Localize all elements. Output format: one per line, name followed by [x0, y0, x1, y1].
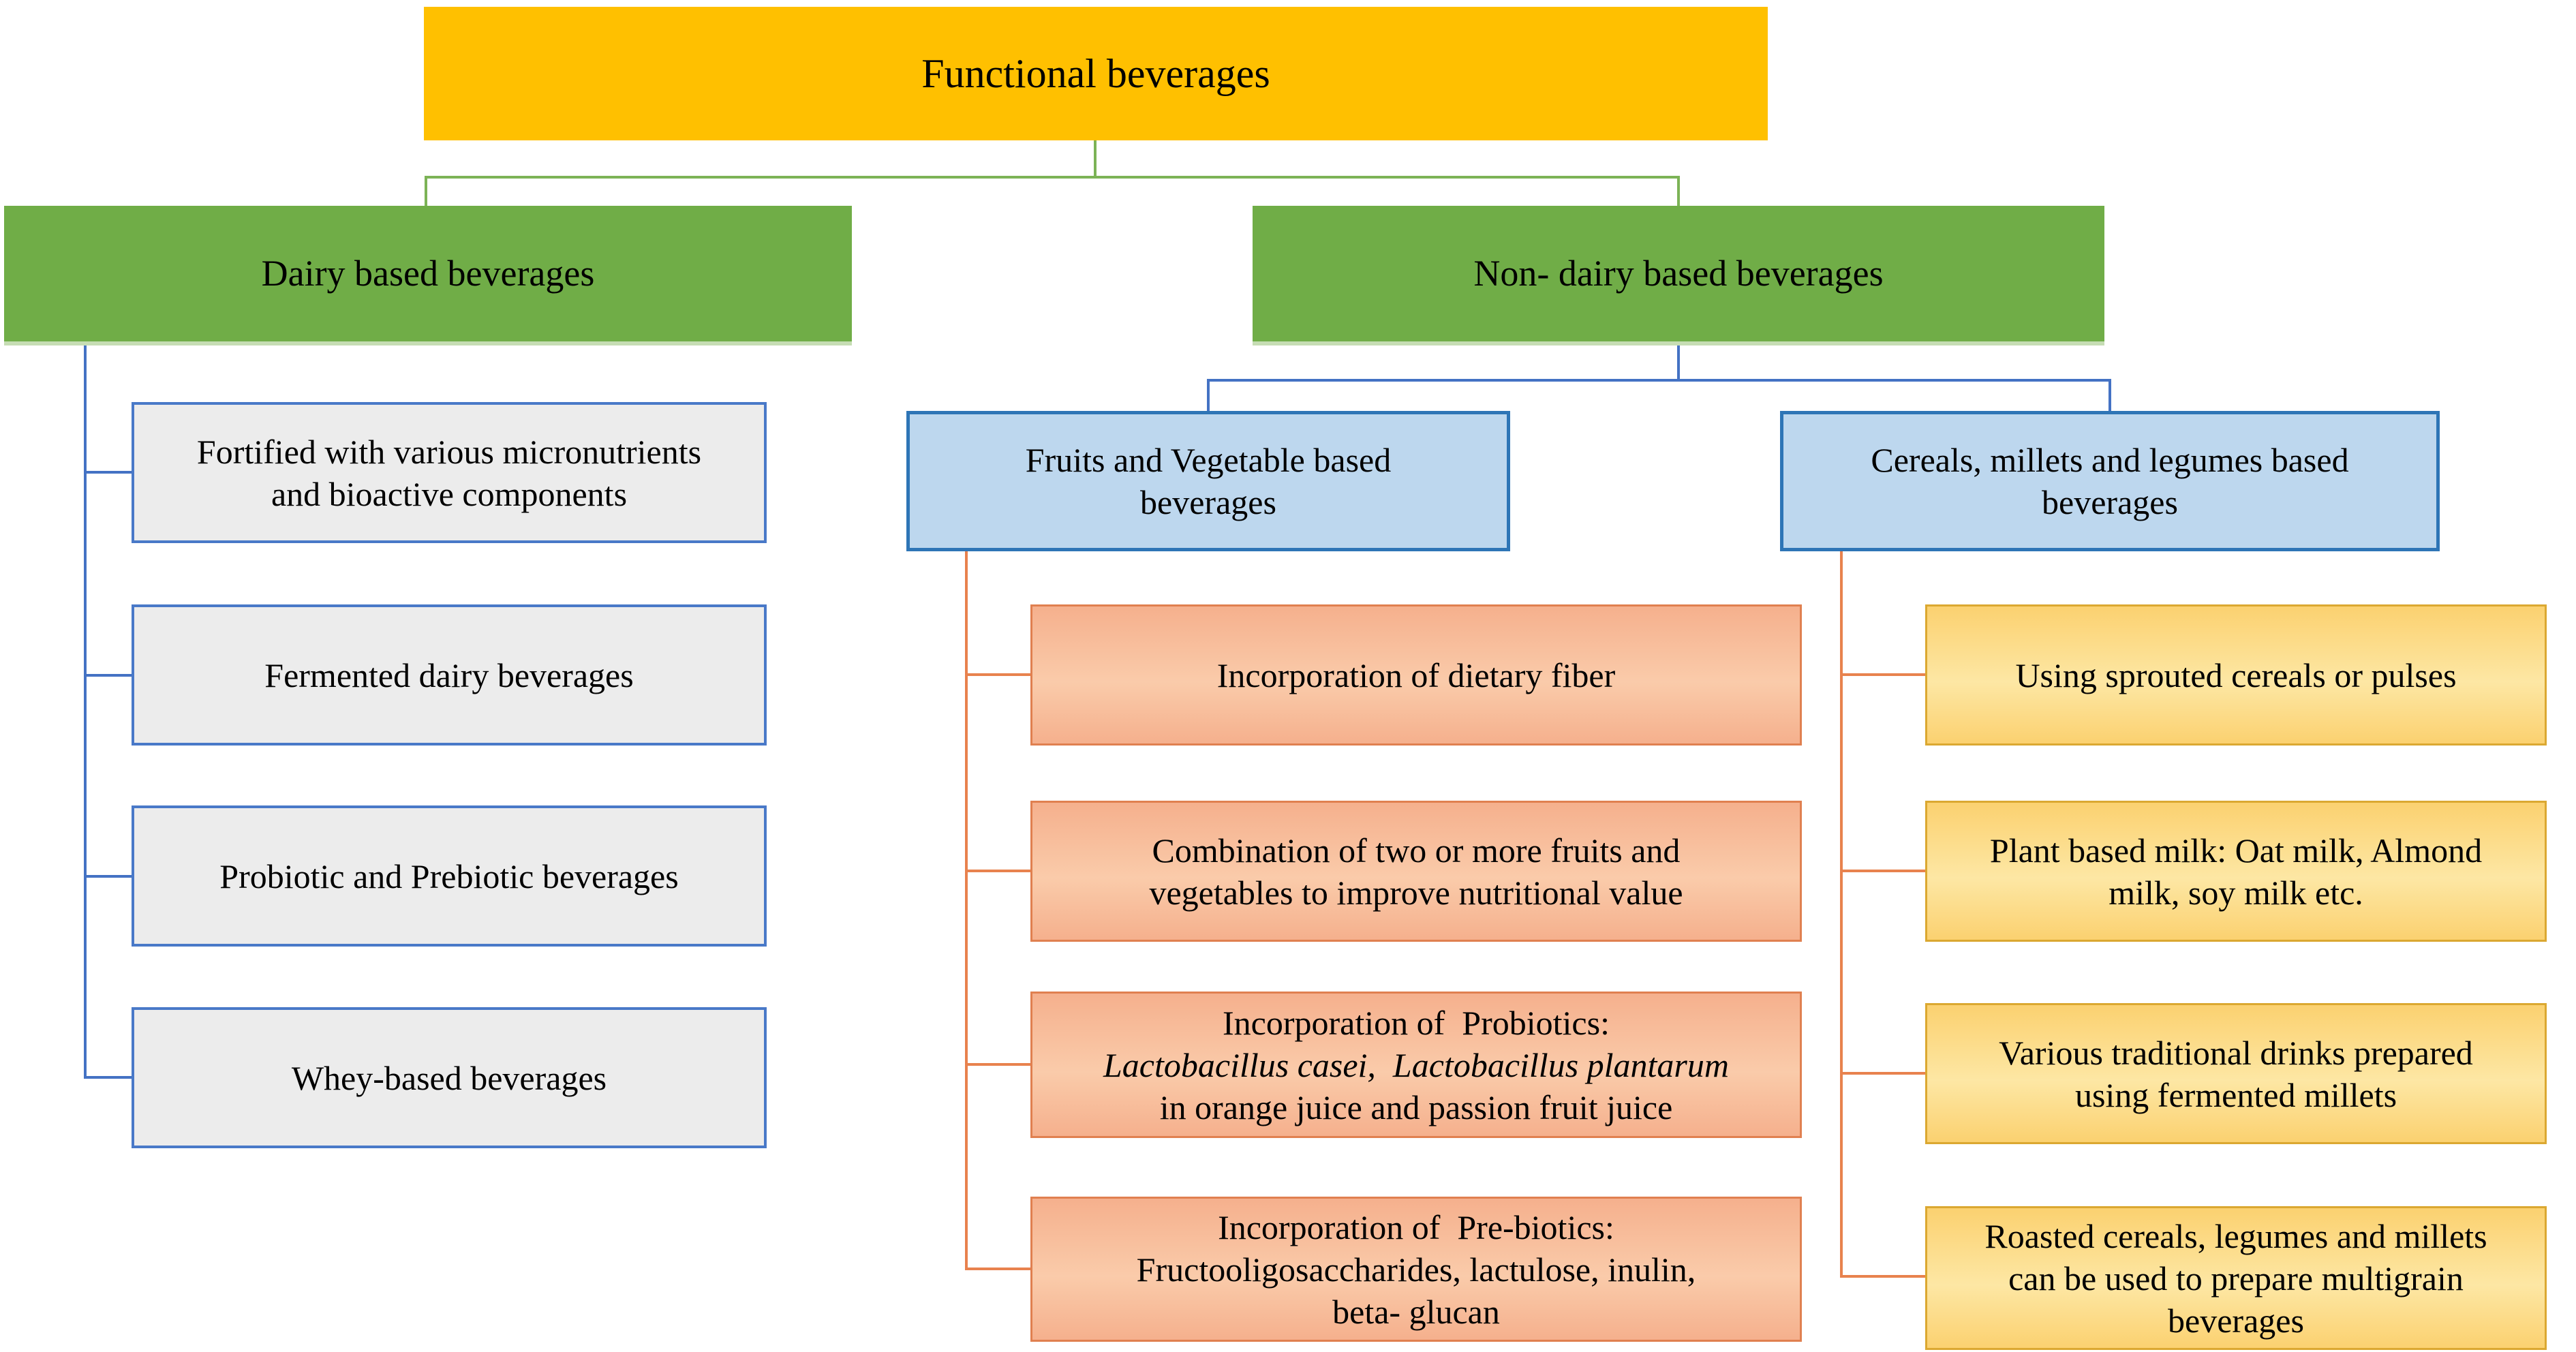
node-fruit-item-prebiotics-label: Incorporation of Pre-biotics:Fructooligo…	[1136, 1208, 1696, 1331]
connector-fruit-stub-1	[965, 673, 1032, 676]
connector-fruit-spine	[965, 551, 968, 1270]
connector-fruit-stub-2	[965, 870, 1032, 872]
connector-cereal-stub-2	[1840, 870, 1927, 872]
node-fruit-item-dietary-fiber-label: Incorporation of dietary fiber	[1216, 656, 1616, 694]
node-cereal-item-sprouted: Using sprouted cereals or pulses	[1925, 604, 2547, 746]
connector-cereal-stub-3	[1840, 1072, 1927, 1075]
node-dairy-label: Dairy based beverages	[261, 253, 595, 294]
connector-cereal-stub-4	[1840, 1275, 1927, 1278]
node-functional-beverages-label: Functional beverages	[921, 50, 1270, 96]
node-dairy-item-probiotic: Probiotic and Prebiotic beverages	[132, 805, 767, 947]
node-dairy-item-whey: Whey-based beverages	[132, 1007, 767, 1148]
node-fruit-item-prebiotics: Incorporation of Pre-biotics:Fructooligo…	[1030, 1197, 1802, 1342]
connector-fruit-stub-3	[965, 1063, 1032, 1066]
node-non-dairy-based-beverages: Non- dairy based beverages	[1253, 206, 2104, 345]
connector-dairy-stub-1	[84, 471, 133, 474]
connector-title-crossbar	[425, 176, 1680, 179]
connector-cereal-stub-1	[1840, 673, 1927, 676]
node-fruit-item-probiotics: Incorporation of Probiotics:Lactobacillu…	[1030, 992, 1802, 1138]
connector-drop-cereals	[2109, 379, 2111, 411]
node-fruit-item-probiotics-label: Incorporation of Probiotics:Lactobacillu…	[1103, 1003, 1730, 1126]
connector-title-stem	[1094, 140, 1097, 177]
connector-drop-fruit-veg	[1207, 379, 1210, 411]
node-dairy-item-fermented-label: Fermented dairy beverages	[264, 656, 634, 694]
connector-drop-non-dairy	[1677, 176, 1680, 207]
connector-drop-dairy	[425, 176, 427, 207]
node-fruit-item-dietary-fiber: Incorporation of dietary fiber	[1030, 604, 1802, 746]
connector-dairy-stub-4	[84, 1076, 133, 1079]
node-dairy-item-fermented: Fermented dairy beverages	[132, 604, 767, 746]
connector-dairy-stub-2	[84, 674, 133, 677]
node-dairy-item-whey-label: Whey-based beverages	[291, 1058, 607, 1097]
node-dairy-based-beverages: Dairy based beverages	[4, 206, 852, 345]
connector-fruit-stub-4	[965, 1268, 1032, 1270]
connector-non-dairy-stem	[1677, 345, 1680, 380]
connector-dairy-spine	[84, 345, 87, 1079]
connector-dairy-stub-3	[84, 875, 133, 878]
node-non-dairy-label: Non- dairy based beverages	[1473, 253, 1884, 294]
connector-cereal-spine	[1840, 551, 1843, 1276]
node-cereal-item-sprouted-label: Using sprouted cereals or pulses	[2015, 656, 2457, 694]
node-functional-beverages: Functional beverages	[424, 7, 1768, 140]
connector-non-dairy-crossbar	[1207, 379, 2111, 382]
node-dairy-item-probiotic-label: Probiotic and Prebiotic beverages	[219, 857, 679, 895]
